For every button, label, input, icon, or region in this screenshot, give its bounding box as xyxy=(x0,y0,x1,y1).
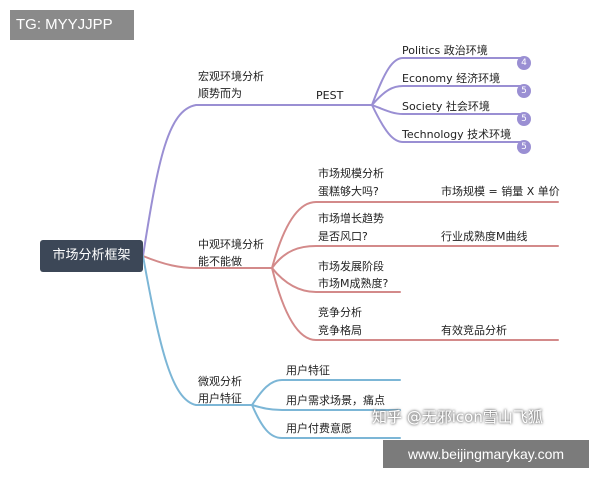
meso-competition-line2: 竞争格局 xyxy=(318,324,362,337)
micro-subtitle: 用户特征 xyxy=(198,392,242,405)
root-node[interactable]: 市场分析框架 xyxy=(40,240,143,272)
meso-stage-line1: 市场发展阶段 xyxy=(318,260,384,273)
badge-politics: 4 xyxy=(517,56,531,70)
badge-society: 5 xyxy=(517,112,531,126)
connector-meso-stage xyxy=(271,267,401,293)
pest-label: PEST xyxy=(316,89,344,102)
connector-micro-feature xyxy=(251,379,401,406)
meso-trend-note: 行业成熟度M曲线 xyxy=(441,230,528,243)
connector-micro-needs xyxy=(251,404,401,411)
micro-title: 微观分析 xyxy=(198,375,242,388)
leaf-economy: Economy 经济环境 xyxy=(402,72,501,85)
connector-pest-society xyxy=(371,104,523,115)
leaf-technology: Technology 技术环境 xyxy=(402,128,512,141)
meso-subtitle: 能不能做 xyxy=(198,255,242,268)
connector-root-meso xyxy=(142,255,273,269)
meso-trend-line2: 是否风口? xyxy=(318,230,368,243)
meso-title: 中观环境分析 xyxy=(198,238,264,251)
watermark-site: www.beijingmarykay.com xyxy=(383,440,589,468)
connector-pest-technology xyxy=(371,104,523,143)
macro-subtitle: 顺势而为 xyxy=(198,87,242,100)
watermark-zhihu: 知乎 @无邪icon雪山飞狐 xyxy=(372,408,543,426)
connector-meso-competition xyxy=(271,267,559,341)
badge-technology: 5 xyxy=(517,140,531,154)
leaf-politics: Politics 政治环境 xyxy=(402,44,488,57)
micro-needs: 用户需求场景，痛点 xyxy=(286,394,385,407)
connector-root-macro xyxy=(142,104,273,257)
meso-competition-line1: 竞争分析 xyxy=(318,306,362,319)
connector-pest-politics xyxy=(371,57,523,106)
connector-meso-size xyxy=(271,201,559,269)
connector-meso-trend xyxy=(271,245,559,269)
connector-pest-economy xyxy=(371,85,523,106)
macro-title: 宏观环境分析 xyxy=(198,70,264,83)
badge-economy: 5 xyxy=(517,84,531,98)
meso-trend-line1: 市场增长趋势 xyxy=(318,212,384,225)
meso-stage-line2: 市场M成熟度? xyxy=(318,277,389,290)
meso-size-note: 市场规模 = 销量 X 单价 xyxy=(441,185,560,198)
watermark-tag: TG: MYYJJPP xyxy=(10,10,134,40)
connector-root-micro xyxy=(142,255,253,406)
connector-micro-pay xyxy=(251,404,401,439)
meso-size-line2: 蛋糕够大吗? xyxy=(318,185,379,198)
meso-size-line1: 市场规模分析 xyxy=(318,167,384,180)
micro-pay: 用户付费意愿 xyxy=(286,422,352,435)
leaf-society: Society 社会环境 xyxy=(402,100,490,113)
micro-feature: 用户特征 xyxy=(286,364,330,377)
meso-competition-note: 有效竞品分析 xyxy=(441,324,507,337)
